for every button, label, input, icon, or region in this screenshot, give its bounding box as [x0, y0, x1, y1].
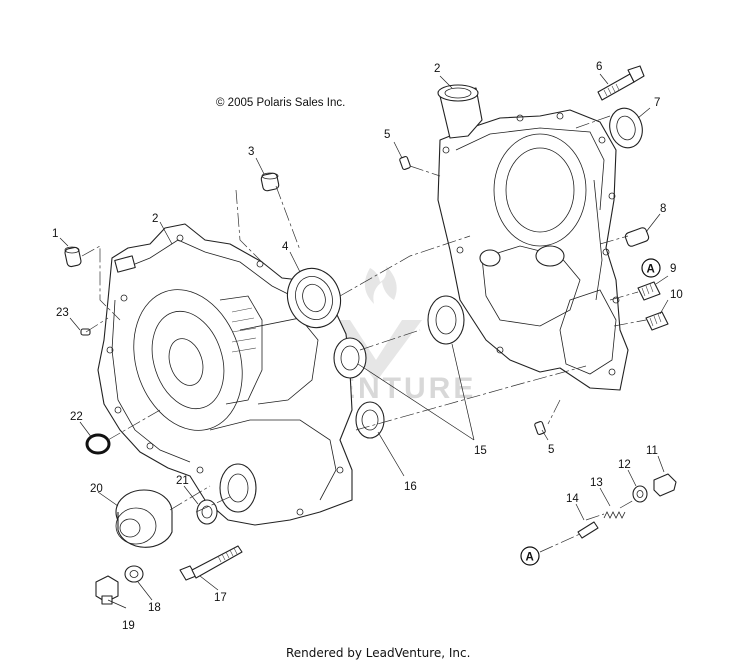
callout-13: 13 — [590, 477, 603, 489]
part-5-pin-top — [399, 156, 411, 170]
part-7-seal — [609, 107, 643, 149]
callout-3: 3 — [248, 146, 254, 158]
callout-21: 21 — [176, 475, 189, 487]
part-11-plug — [653, 473, 677, 497]
reference-marker-a-bottom: A — [520, 546, 540, 566]
callout-4: 4 — [282, 241, 289, 253]
callout-12: 12 — [618, 459, 631, 471]
part-15-bearing-right — [427, 295, 465, 345]
callout-8: 8 — [660, 203, 666, 215]
part-20-pulley — [115, 489, 173, 548]
part-18-washer — [124, 565, 144, 583]
callout-2-right: 2 — [434, 63, 440, 75]
part-3-dowel — [260, 172, 280, 192]
part-12-washer — [632, 485, 648, 503]
part-22-o-ring — [85, 433, 111, 455]
callout-6: 6 — [596, 61, 602, 73]
callout-5-bottom: 5 — [548, 444, 554, 456]
part-17-bolt — [179, 545, 243, 581]
callout-16: 16 — [404, 481, 417, 493]
callout-14: 14 — [566, 493, 579, 505]
callout-23: 23 — [56, 307, 69, 319]
callout-1: 1 — [52, 228, 58, 240]
part-15-bearing-left — [333, 337, 367, 379]
centerlines — [81, 115, 647, 553]
part-6-bolt — [597, 65, 645, 101]
copyright-text: © 2005 Polaris Sales Inc. — [216, 97, 345, 109]
part-10-fitting — [645, 311, 669, 331]
callout-2-left: 2 — [152, 213, 158, 225]
part-4-bearing — [286, 267, 342, 329]
right-crankcase-half — [437, 84, 629, 391]
part-21-bushing — [196, 499, 218, 525]
part-13-spring — [603, 511, 626, 519]
watermark-logo-icon — [330, 266, 422, 382]
callout-19: 19 — [122, 620, 135, 632]
part-14-valve — [577, 521, 599, 539]
leader-lines — [59, 73, 669, 609]
callout-18: 18 — [148, 602, 161, 614]
callout-labels: 1 2 2 3 4 5 5 6 7 8 9 10 11 12 13 14 15 … — [52, 61, 683, 632]
callout-5-top: 5 — [384, 129, 390, 141]
callout-17: 17 — [214, 592, 227, 604]
svg-text:A: A — [526, 552, 534, 564]
part-1-dowel — [64, 246, 82, 268]
part-19-drain-plug — [95, 575, 119, 605]
callout-20: 20 — [90, 483, 103, 495]
callout-22: 22 — [70, 411, 83, 423]
part-8-sleeve — [624, 227, 650, 247]
part-9-fitting — [637, 281, 661, 301]
svg-text:A: A — [647, 264, 655, 276]
part-16-bearing — [355, 401, 385, 439]
callout-9: 9 — [670, 263, 676, 275]
callout-15: 15 — [474, 445, 487, 457]
rendered-by-text: Rendered by LeadVenture, Inc. — [286, 646, 470, 660]
callout-10: 10 — [670, 289, 683, 301]
reference-marker-a-top: A — [641, 258, 661, 278]
callout-11: 11 — [646, 445, 658, 457]
callout-7: 7 — [654, 97, 660, 109]
